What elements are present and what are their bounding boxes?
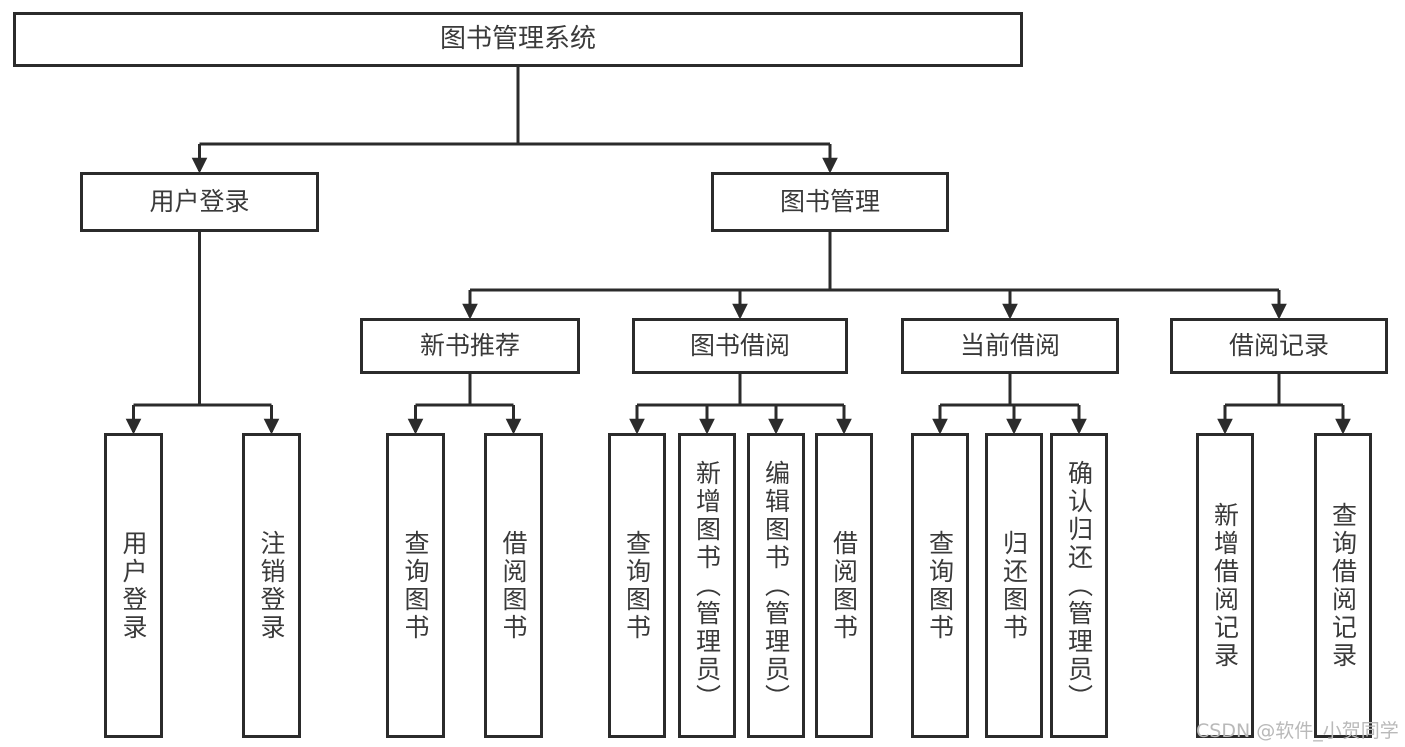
node-label-l-logout: 注销登录 — [257, 529, 286, 642]
node-label-l-query3: 查询图书 — [925, 529, 955, 642]
node-label-l-queryrec: 查询借阅记录 — [1328, 501, 1358, 670]
node-l-query2[interactable]: 查询图书 — [608, 433, 666, 738]
node-label-l-edit: 编辑图书（管理员） — [761, 459, 791, 712]
node-label-current: 当前借阅 — [959, 331, 1060, 361]
node-label-l-confirm: 确认归还（管理员） — [1064, 459, 1094, 712]
node-login[interactable]: 用户登录 — [80, 172, 319, 232]
node-label-l-query2: 查询图书 — [622, 529, 652, 642]
node-l-query1[interactable]: 查询图书 — [386, 433, 445, 738]
node-label-root: 图书管理系统 — [439, 24, 596, 55]
node-l-edit[interactable]: 编辑图书（管理员） — [747, 433, 805, 738]
node-l-borrow1[interactable]: 借阅图书 — [484, 433, 543, 738]
node-l-logout[interactable]: 注销登录 — [242, 433, 301, 738]
node-l-return[interactable]: 归还图书 — [985, 433, 1043, 738]
node-l-addrec[interactable]: 新增借阅记录 — [1196, 433, 1254, 738]
node-l-borrow2[interactable]: 借阅图书 — [815, 433, 873, 738]
node-label-records: 借阅记录 — [1228, 331, 1329, 361]
node-label-l-borrow2: 借阅图书 — [829, 529, 859, 642]
node-borrow[interactable]: 图书借阅 — [632, 318, 848, 374]
node-root[interactable]: 图书管理系统 — [13, 12, 1023, 67]
node-label-l-borrow1: 借阅图书 — [499, 529, 528, 642]
node-label-l-query1: 查询图书 — [401, 529, 430, 642]
node-l-queryrec[interactable]: 查询借阅记录 — [1314, 433, 1372, 738]
csdn-watermark: CSDN @软件_小贺同学 — [1196, 720, 1399, 742]
node-l-confirm[interactable]: 确认归还（管理员） — [1050, 433, 1108, 738]
node-label-l-login: 用户登录 — [119, 529, 148, 642]
node-label-l-addrec: 新增借阅记录 — [1210, 501, 1240, 670]
node-current[interactable]: 当前借阅 — [901, 318, 1119, 374]
node-records[interactable]: 借阅记录 — [1170, 318, 1388, 374]
node-l-add[interactable]: 新增图书（管理员） — [678, 433, 736, 738]
node-label-l-return: 归还图书 — [999, 529, 1029, 642]
node-label-l-add: 新增图书（管理员） — [692, 459, 722, 712]
node-l-login[interactable]: 用户登录 — [104, 433, 163, 738]
node-label-bookmgmt: 图书管理 — [779, 187, 880, 217]
node-newbook[interactable]: 新书推荐 — [360, 318, 580, 374]
node-l-query3[interactable]: 查询图书 — [911, 433, 969, 738]
node-bookmgmt[interactable]: 图书管理 — [711, 172, 949, 232]
node-label-login: 用户登录 — [149, 187, 250, 217]
node-label-newbook: 新书推荐 — [419, 331, 520, 361]
node-label-borrow: 图书借阅 — [689, 331, 790, 361]
